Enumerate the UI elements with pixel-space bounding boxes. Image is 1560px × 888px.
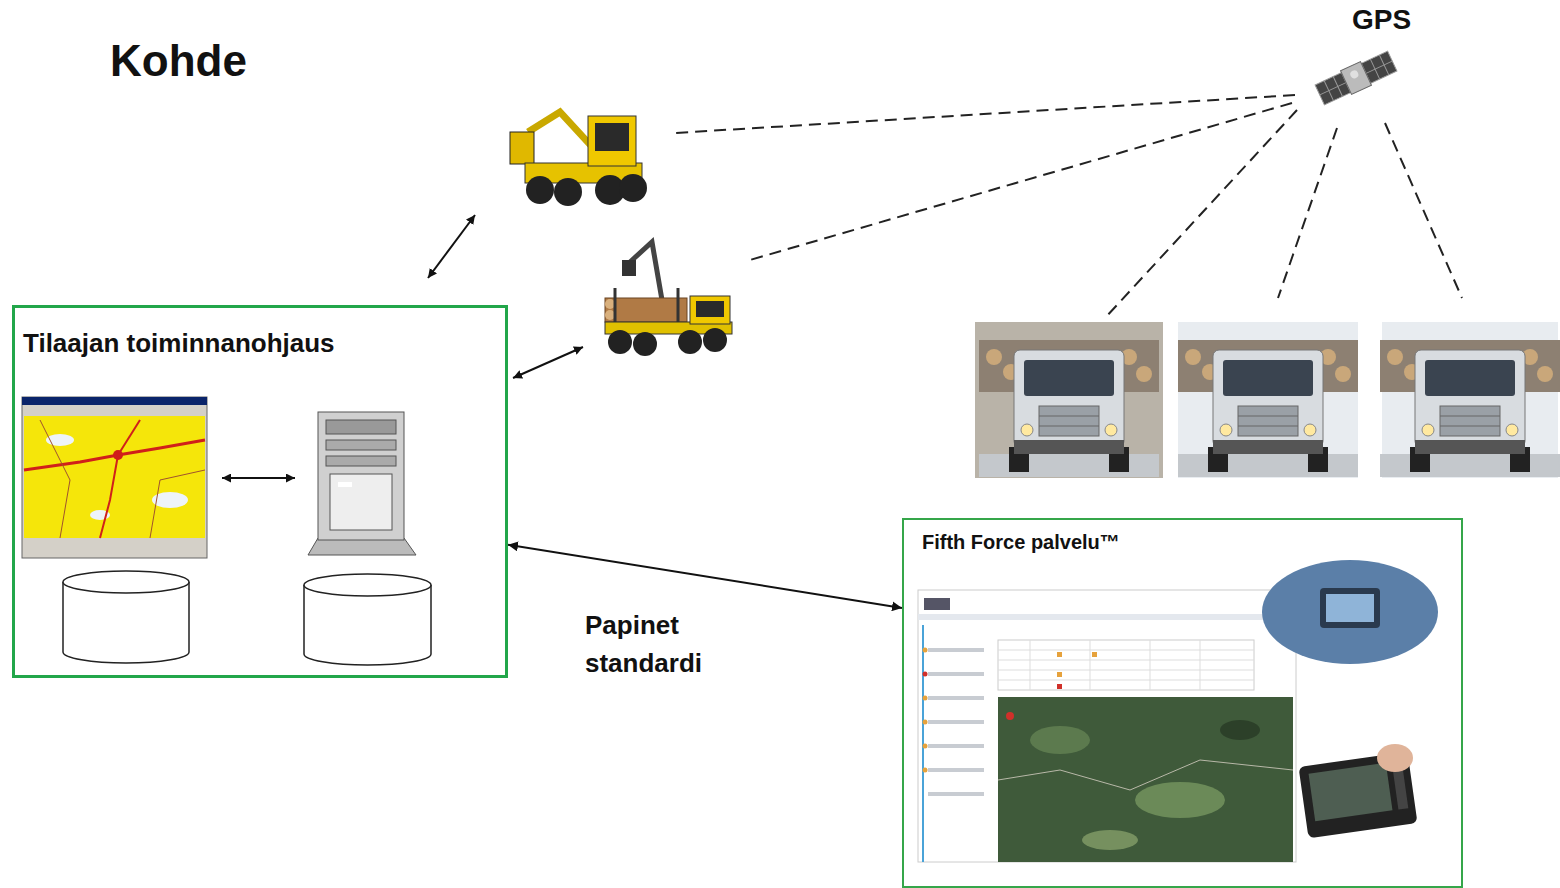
gps-link (675, 95, 1462, 318)
truck-picture (975, 322, 1560, 478)
diagram-title: Kohde (110, 36, 247, 86)
box-heading: Tilaajan toiminnanohjaus (23, 328, 497, 359)
system-box: Tilaajan toiminnanohjaus (12, 305, 508, 678)
map-screenshot (22, 397, 207, 558)
data-exchange-arrow (508, 545, 902, 608)
system-box: Fifth Force palvelu™ (902, 518, 1463, 888)
gps-label: GPS (1352, 4, 1411, 36)
service-screenshot (918, 560, 1438, 862)
forwarder-picture (605, 242, 732, 356)
box-heading: Fifth Force palvelu™ (922, 531, 1443, 554)
edge-label: Papinet standardi (582, 606, 738, 683)
database-symbol (63, 571, 431, 665)
server-picture (308, 412, 416, 555)
satellite-icon (1314, 49, 1397, 106)
harvester-picture (510, 112, 647, 206)
